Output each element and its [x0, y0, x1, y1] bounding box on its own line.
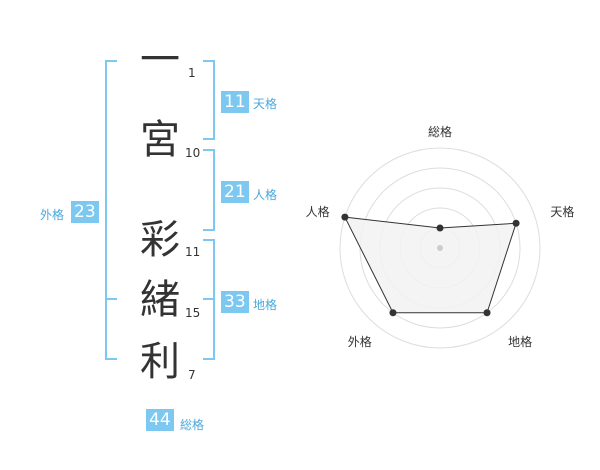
stroke-count-1: 1 [188, 66, 196, 80]
chikaku-label: 地格 [253, 298, 278, 312]
tenkaku-value: 11 [221, 91, 249, 113]
gaikaku-value: 23 [71, 201, 99, 223]
jinkaku-bracket [203, 149, 215, 231]
stroke-count-5: 7 [188, 368, 196, 382]
name-char-3: 彩 [140, 217, 180, 263]
soukaku-label: 総格 [180, 418, 205, 432]
chikaku-value: 33 [221, 291, 249, 313]
radar-axis-label-5: 人格 [306, 204, 330, 219]
radar-area [344, 216, 517, 314]
radar-point-2 [512, 219, 520, 227]
soukaku-value: 44 [146, 409, 174, 431]
jinkaku-label: 人格 [253, 188, 278, 202]
radar-center-dot [437, 245, 443, 251]
jinkaku-value: 21 [221, 181, 249, 203]
radar-axis-label-1: 総格 [428, 124, 452, 139]
chikaku-bracket-tick [203, 298, 215, 300]
radar-point-1 [436, 224, 444, 232]
stroke-count-4: 15 [185, 306, 201, 320]
radar-axis-label-3: 地格 [508, 334, 532, 349]
radar-point-5 [341, 213, 349, 221]
radar-axis-label-4: 外格 [348, 334, 372, 349]
tenkaku-label: 天格 [253, 97, 278, 111]
gaikaku-bracket [105, 60, 117, 360]
stroke-count-3: 11 [185, 245, 201, 259]
tenkaku-bracket [203, 60, 215, 140]
stroke-count-2: 10 [185, 146, 201, 160]
gaikaku-label: 外格 [40, 208, 65, 222]
radar-axis-label-2: 天格 [550, 204, 574, 219]
radar-point-3 [483, 309, 491, 317]
radar-point-4 [389, 309, 397, 317]
name-char-1: 一 [140, 37, 180, 83]
gaikaku-bracket-tick [105, 298, 117, 300]
name-char-5: 利 [140, 339, 180, 385]
name-char-2: 宮 [140, 117, 180, 163]
radar-grid-ring [339, 147, 541, 349]
name-char-4: 緒 [140, 277, 180, 323]
